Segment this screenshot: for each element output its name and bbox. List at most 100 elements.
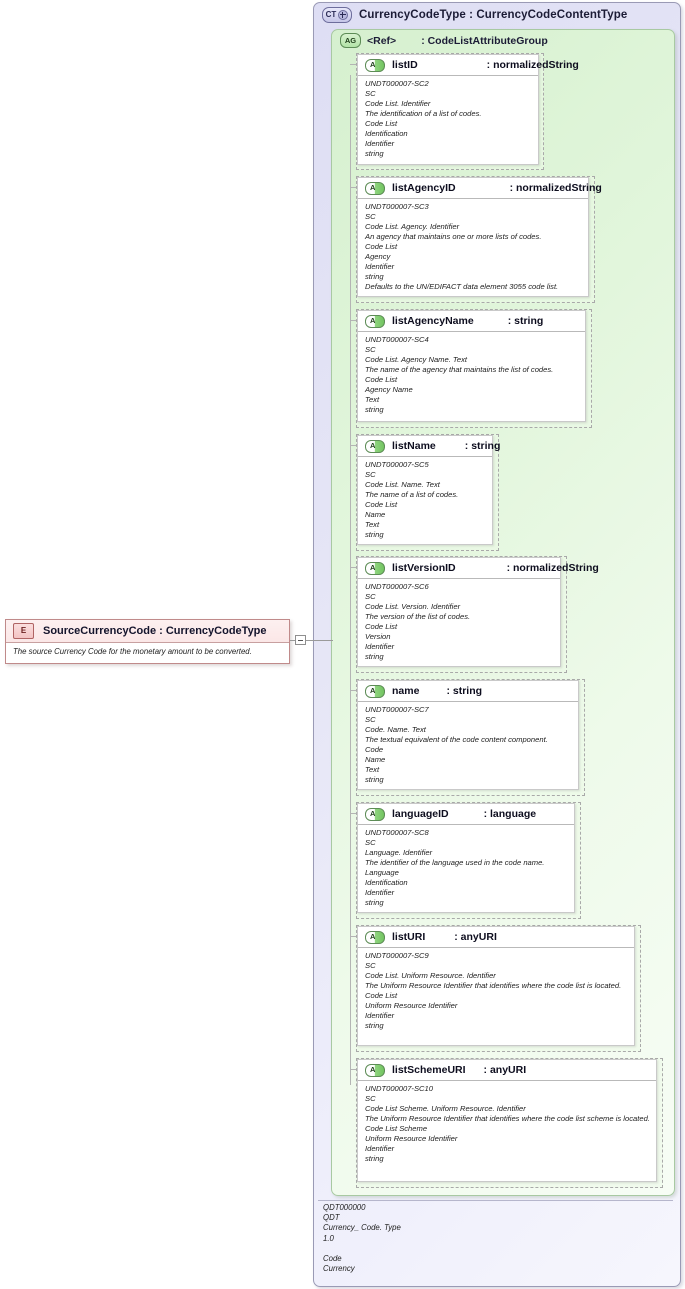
attribute-type: : normalizedString (509, 182, 602, 194)
footer-line (323, 1244, 676, 1254)
attribute-type: : normalizedString (486, 59, 579, 71)
attribute-doc-line: An agency that maintains one or more lis… (365, 231, 542, 241)
attribute-doc-line: SC (365, 88, 376, 98)
attribute-doc-line: Code (365, 744, 384, 754)
attribute-doc-line: Identifier (365, 261, 395, 271)
complextype-header[interactable]: CT CurrencyCodeType : CurrencyCodeConten… (322, 5, 674, 25)
attribute-connector (350, 567, 358, 568)
attribute-doc-line: Code. Name. Text (365, 724, 426, 734)
element-box[interactable]: E SourceCurrencyCode : CurrencyCodeType … (5, 619, 290, 664)
attributegroup-header[interactable]: AG <Ref> : CodeListAttributeGroup (340, 32, 670, 49)
attribute-doc-line: string (365, 271, 384, 281)
attribute-doc-line: Code List. Version. Identifier (365, 601, 461, 611)
attribute-icon: A (365, 807, 385, 821)
element-icon: E (13, 623, 34, 639)
attribute-doc-line: The textual equivalent of the code conte… (365, 734, 548, 744)
attribute-doc-line: The identification of a list of codes. (365, 108, 482, 118)
attributegroup-ref-label: <Ref> (367, 34, 397, 47)
attribute-doc-line: string (365, 148, 384, 158)
attribute-type: : string (464, 440, 501, 452)
attribute-doc-line: Identification (365, 128, 408, 138)
attribute-doc-line: Code List (365, 990, 398, 1000)
attribute-doc-line: Text (365, 394, 380, 404)
attribute-doc-line: Defaults to the UN/EDIFACT data element … (365, 281, 559, 291)
attribute-doc-line: string (365, 1020, 384, 1030)
attribute-doc-line: Code List. Agency. Identifier (365, 221, 460, 231)
attribute-connector (350, 64, 358, 65)
attribute-type: : anyURI (454, 931, 497, 943)
attribute-doc-line: SC (365, 960, 376, 970)
attribute-icon: A (365, 930, 385, 944)
footer-line: 1.0 (323, 1233, 334, 1243)
attribute-connector (350, 320, 358, 321)
attribute-name: listVersionID (392, 562, 456, 574)
attribute-doc-line: Identifier (365, 1010, 395, 1020)
footer-line: QDT (323, 1213, 340, 1223)
attribute-doc-line: SC (365, 714, 376, 724)
attribute-doc-line: UNDT000007-SC10 (365, 1084, 433, 1093)
attribute-doc-line: string (365, 774, 384, 784)
attribute-doc-line: string (365, 897, 384, 907)
attribute-doc-line: Language. Identifier (365, 847, 433, 857)
attribute-doc-line: string (365, 651, 384, 661)
attribute-doc-line: Code List Scheme. Uniform Resource. Iden… (365, 1103, 526, 1113)
element-collapse-toggle[interactable] (295, 635, 306, 645)
attribute-connector (350, 813, 358, 814)
attribute-name: listAgencyName (392, 315, 474, 327)
attribute-type: : normalizedString (506, 562, 599, 574)
attribute-doc-line: Uniform Resource Identifier (365, 1000, 458, 1010)
attribute-doc-line: UNDT000007-SC3 (365, 202, 429, 211)
attribute-doc-line: The Uniform Resource Identifier that ide… (365, 980, 622, 990)
complextype-icon[interactable]: CT (322, 7, 352, 23)
attribute-icon: A (365, 58, 385, 72)
attribute-doc-line: The version of the list of codes. (365, 611, 471, 621)
footer-line: QDT000000 (323, 1203, 366, 1212)
attribute-name: listSchemeURI (392, 1064, 466, 1076)
attributegroup-icon[interactable]: AG (340, 33, 361, 48)
attribute-doc-line: string (365, 529, 384, 539)
attribute-connector (350, 187, 358, 188)
attribute-doc-line: UNDT000007-SC2 (365, 79, 429, 88)
attribute-doc-line: Name (365, 754, 386, 764)
attribute-doc-line: SC (365, 1093, 376, 1103)
attribute-doc-line: Code List (365, 374, 398, 384)
expand-plus-icon[interactable] (338, 10, 349, 20)
attribute-doc-line: UNDT000007-SC8 (365, 828, 429, 837)
attribute-doc-line: SC (365, 591, 376, 601)
attribute-connector (350, 690, 358, 691)
attribute-doc-line: SC (365, 469, 376, 479)
attribute-doc-line: Code List. Name. Text (365, 479, 440, 489)
attribute-doc-line: The identifier of the language used in t… (365, 857, 545, 867)
attribute-doc-line: Code List (365, 241, 398, 251)
attribute-name: listID (392, 59, 418, 71)
attribute-doc-line: Text (365, 764, 380, 774)
attribute-name: languageID (392, 808, 449, 820)
attribute-icon: A (365, 439, 385, 453)
